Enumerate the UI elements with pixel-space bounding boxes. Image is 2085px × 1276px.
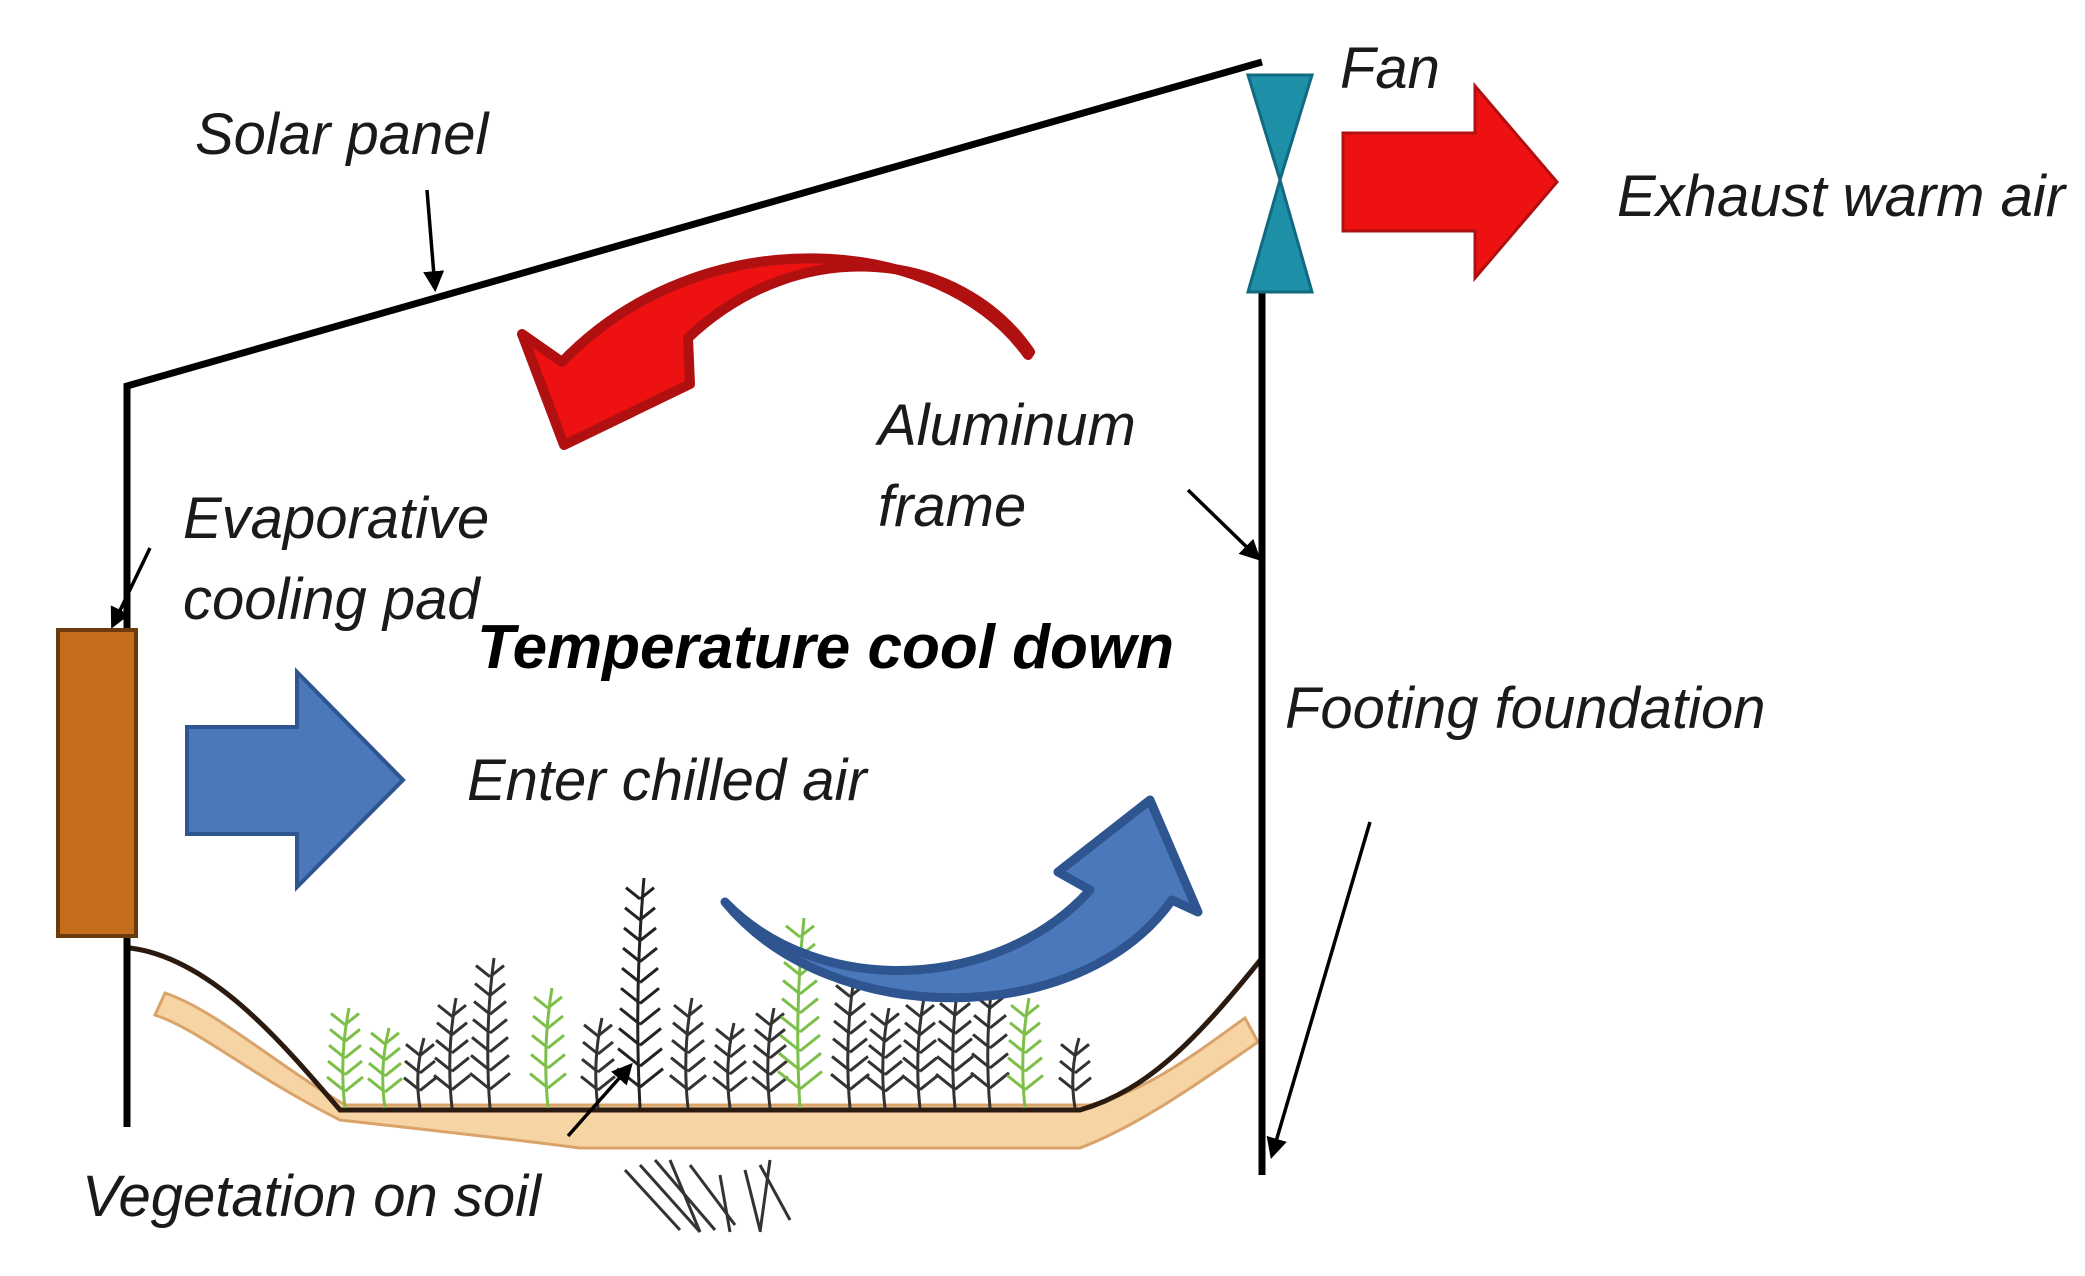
warm-air-arrow [517, 253, 1035, 450]
vegetation-plants [326, 877, 1092, 1109]
label-footing-foundation: Footing foundation [1285, 676, 1766, 741]
plant [580, 1017, 616, 1109]
label-solar-panel: Solar panel [195, 102, 489, 167]
plant [469, 957, 511, 1109]
plant [1058, 1037, 1092, 1109]
chilled-air-arrow [185, 667, 406, 892]
label-fan: Fan [1340, 36, 1440, 101]
plant [669, 997, 707, 1109]
plant [529, 987, 567, 1109]
plant [830, 977, 870, 1109]
label-aluminum-line1: Aluminum [878, 393, 1136, 458]
plant [326, 1007, 364, 1109]
cooling-pad [56, 628, 138, 938]
plant [367, 1027, 403, 1109]
ground-curve [129, 945, 1264, 1113]
label-aluminum-line2: frame [878, 474, 1027, 540]
label-temperature-cool-down: Temperature cool down [477, 613, 1175, 682]
fan-icon [1245, 73, 1315, 294]
cool-air-arrow [720, 795, 1203, 1003]
callout-lines [110, 189, 1372, 1160]
roots [623, 1159, 792, 1234]
label-vegetation-on-soil: Vegetation on soil [82, 1164, 541, 1229]
plant [403, 1037, 437, 1109]
label-evap-line2: cooling pad [183, 567, 480, 633]
soil-layer [152, 991, 1260, 1150]
plant [901, 997, 939, 1109]
label-evaporative-cooling-pad: Evaporative cooling pad [183, 478, 489, 640]
label-evap-line1: Evaporative [183, 486, 490, 551]
exhaust-arrow [1341, 81, 1559, 283]
label-exhaust-warm-air: Exhaust warm air [1617, 164, 2066, 229]
plant [777, 917, 823, 1109]
plant [616, 877, 664, 1109]
plant [1006, 997, 1044, 1109]
plant [712, 1022, 748, 1109]
label-aluminum-frame: Aluminum frame [878, 385, 1136, 547]
plant [751, 1007, 789, 1109]
label-enter-chilled-air: Enter chilled air [467, 748, 867, 813]
plant [433, 997, 471, 1109]
plant [866, 1007, 904, 1109]
